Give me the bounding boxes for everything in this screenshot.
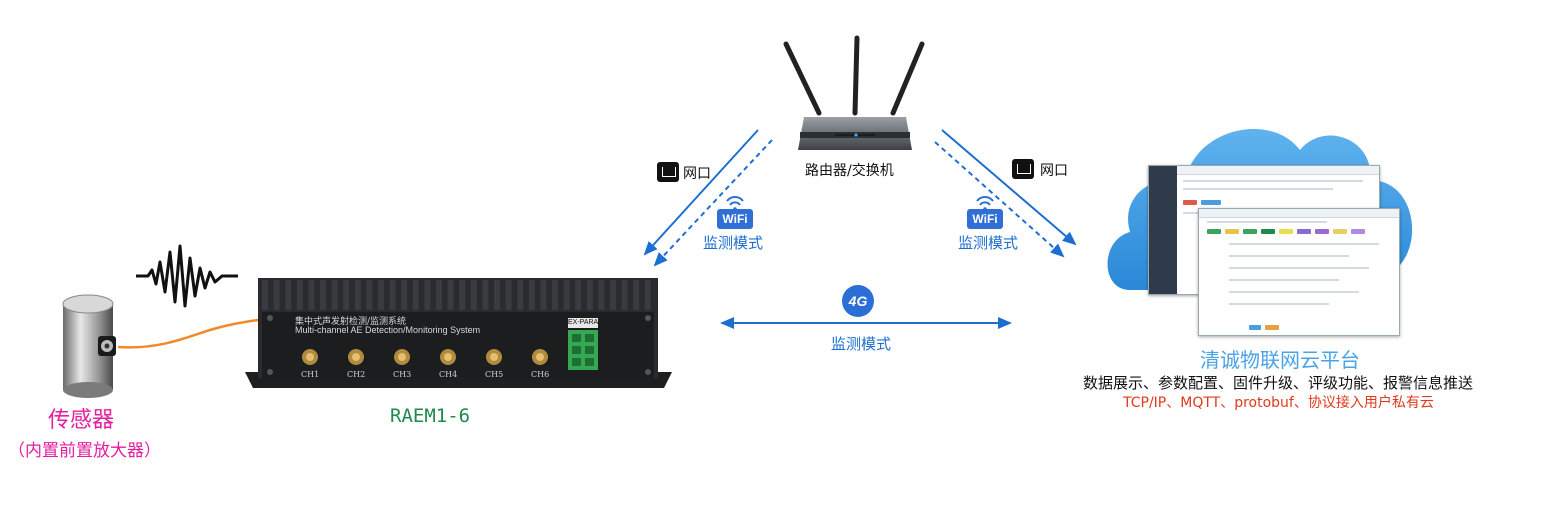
device-panel-title-cn: 集中式声发射检测/监测系统 xyxy=(295,317,407,327)
wifi-badge-left: WiFi xyxy=(717,209,753,229)
device-name: RAEM1-6 xyxy=(390,405,471,427)
device-screws xyxy=(267,315,651,375)
heatsink-fin xyxy=(494,280,500,310)
heatsink-fin xyxy=(586,280,593,310)
heatsink-fin xyxy=(528,280,535,310)
heatsink-fin xyxy=(610,280,616,310)
heatsink-fin xyxy=(343,280,350,310)
heatsink-fin xyxy=(320,280,326,310)
heatsink-fin xyxy=(575,280,582,310)
heatsink-fin xyxy=(436,280,442,310)
heatsink-fin xyxy=(552,280,558,310)
channel-connector xyxy=(394,349,410,365)
heatsink-fin xyxy=(262,280,268,310)
wifi-badge-right: WiFi xyxy=(967,209,1003,229)
ethernet-port-icon-left xyxy=(657,162,679,182)
router-icon xyxy=(783,35,925,150)
channel-label: CH5 xyxy=(485,370,504,379)
cloud-features: 数据展示、参数配置、固件升级、评级功能、报警信息推送 xyxy=(1083,374,1474,392)
heatsink-fin xyxy=(378,280,384,310)
heatsink-fin xyxy=(331,280,338,310)
channel-connector xyxy=(440,349,456,365)
channel-connector xyxy=(348,349,364,365)
router-label: 路由器/交换机 xyxy=(805,163,894,179)
heatsink-fin xyxy=(505,280,512,310)
heatsink-fin xyxy=(459,280,466,310)
channel-label: CH1 xyxy=(301,370,320,379)
heatsink-fin xyxy=(447,280,454,310)
cloud-protocols: TCP/IP、MQTT、protobuf、协议接入用户私有云 xyxy=(1123,395,1434,411)
sensor-icon xyxy=(62,294,116,398)
right-net-label: 网口 xyxy=(1040,163,1068,179)
channel-label: CH6 xyxy=(531,370,550,379)
device-terminal-block xyxy=(568,318,598,370)
device-channel-connectors xyxy=(302,349,548,365)
heatsink-fin xyxy=(621,280,628,310)
heatsink-fin xyxy=(644,280,651,310)
heatsink-fin xyxy=(366,280,373,310)
cloud-title: 清诚物联网云平台 xyxy=(1200,348,1360,372)
heatsink-fin xyxy=(401,280,408,310)
left-link-arrows xyxy=(643,129,773,267)
device-brand: EX-PARA xyxy=(568,319,599,326)
heatsink-fin xyxy=(308,280,315,310)
ae-waveform-icon xyxy=(136,244,238,308)
heatsink-fin xyxy=(412,280,419,310)
heatsink-fin xyxy=(517,280,524,310)
heatsink-fin xyxy=(296,280,303,310)
channel-label: CH4 xyxy=(439,370,458,379)
device-panel-title-en: Multi-channel AE Detection/Monitoring Sy… xyxy=(295,325,481,335)
channel-label: CH2 xyxy=(347,370,366,379)
sensor-subtitle: （内置前置放大器） xyxy=(8,441,161,461)
heatsink-fin xyxy=(273,280,280,310)
channel-connector xyxy=(532,349,548,365)
right-mode-label: 监测模式 xyxy=(958,234,1019,252)
cellular-mode-label: 监测模式 xyxy=(831,335,892,353)
heatsink-fin xyxy=(482,280,489,310)
left-net-label: 网口 xyxy=(683,166,711,182)
heatsink-fin xyxy=(354,280,361,310)
heatsink-fin xyxy=(389,280,396,310)
heatsink-fin xyxy=(563,280,570,310)
sensor-cable xyxy=(117,318,259,349)
heatsink-fin xyxy=(470,280,477,310)
heatsink-fin xyxy=(424,280,431,310)
heatsink-fin xyxy=(633,280,640,310)
right-link-arrows xyxy=(934,129,1077,258)
heatsink-fin xyxy=(598,280,605,310)
platform-screenshot-front xyxy=(1198,208,1400,336)
channel-connector xyxy=(486,349,502,365)
device-heatsink-fins xyxy=(262,280,651,310)
heatsink-fin xyxy=(285,280,292,310)
channel-label: CH3 xyxy=(393,370,412,379)
left-mode-label: 监测模式 xyxy=(703,234,764,252)
sensor-title: 传感器 xyxy=(48,408,115,433)
4g-icon: 4G xyxy=(842,285,874,317)
ethernet-port-icon-right xyxy=(1012,159,1034,179)
channel-connector xyxy=(302,349,318,365)
heatsink-fin xyxy=(540,280,547,310)
